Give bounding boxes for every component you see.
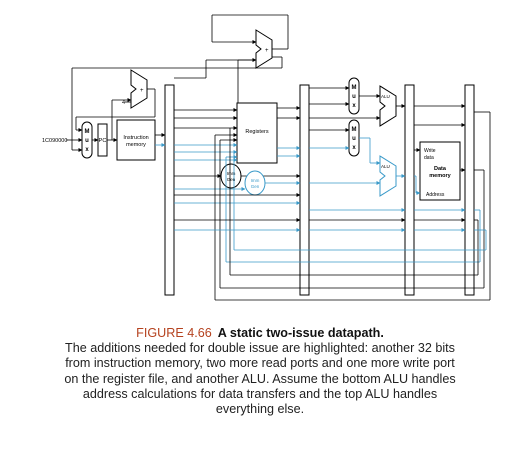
svg-text:M: M	[85, 129, 90, 135]
svg-text:x: x	[352, 145, 356, 151]
svg-text:u: u	[352, 136, 356, 142]
svg-text:x: x	[85, 147, 89, 153]
imm-gen	[220, 163, 242, 189]
register-file	[236, 102, 278, 164]
pipeline-register-if-id	[164, 84, 175, 296]
pc-label: PC	[99, 138, 107, 144]
svg-text:M: M	[352, 85, 357, 91]
alu-top	[379, 85, 397, 127]
alu-top-label: ALU	[381, 94, 390, 99]
pipeline-register-mem-wb	[464, 84, 475, 296]
data-memory	[419, 141, 461, 201]
branch-target-adder	[255, 29, 273, 69]
svg-text:M: M	[352, 127, 357, 133]
constant-four: 4	[122, 100, 125, 106]
svg-text:u: u	[85, 138, 89, 144]
imm-gen-second	[244, 170, 266, 196]
figure-description: The additions needed for double issue ar…	[64, 341, 456, 417]
svg-text:u: u	[352, 94, 356, 100]
figure-title: A static two-issue datapath.	[217, 326, 384, 340]
adder-plus-sign: +	[140, 88, 144, 94]
pc-value-label: 1C090000	[42, 138, 67, 144]
alu-bottom-label: ALU	[381, 164, 390, 169]
svg-text:x: x	[352, 103, 356, 109]
figure-number: FIGURE 4.66	[136, 326, 212, 340]
instruction-memory	[116, 119, 156, 161]
address-label: Address	[426, 192, 445, 198]
registers-label: Registers	[245, 129, 268, 135]
branch-adder-plus-sign: +	[265, 48, 269, 54]
pipeline-register-ex-mem	[404, 84, 415, 296]
alu-bottom	[379, 155, 397, 197]
pc-increment-adder	[130, 69, 148, 109]
pipeline-register-id-ex	[299, 84, 310, 296]
